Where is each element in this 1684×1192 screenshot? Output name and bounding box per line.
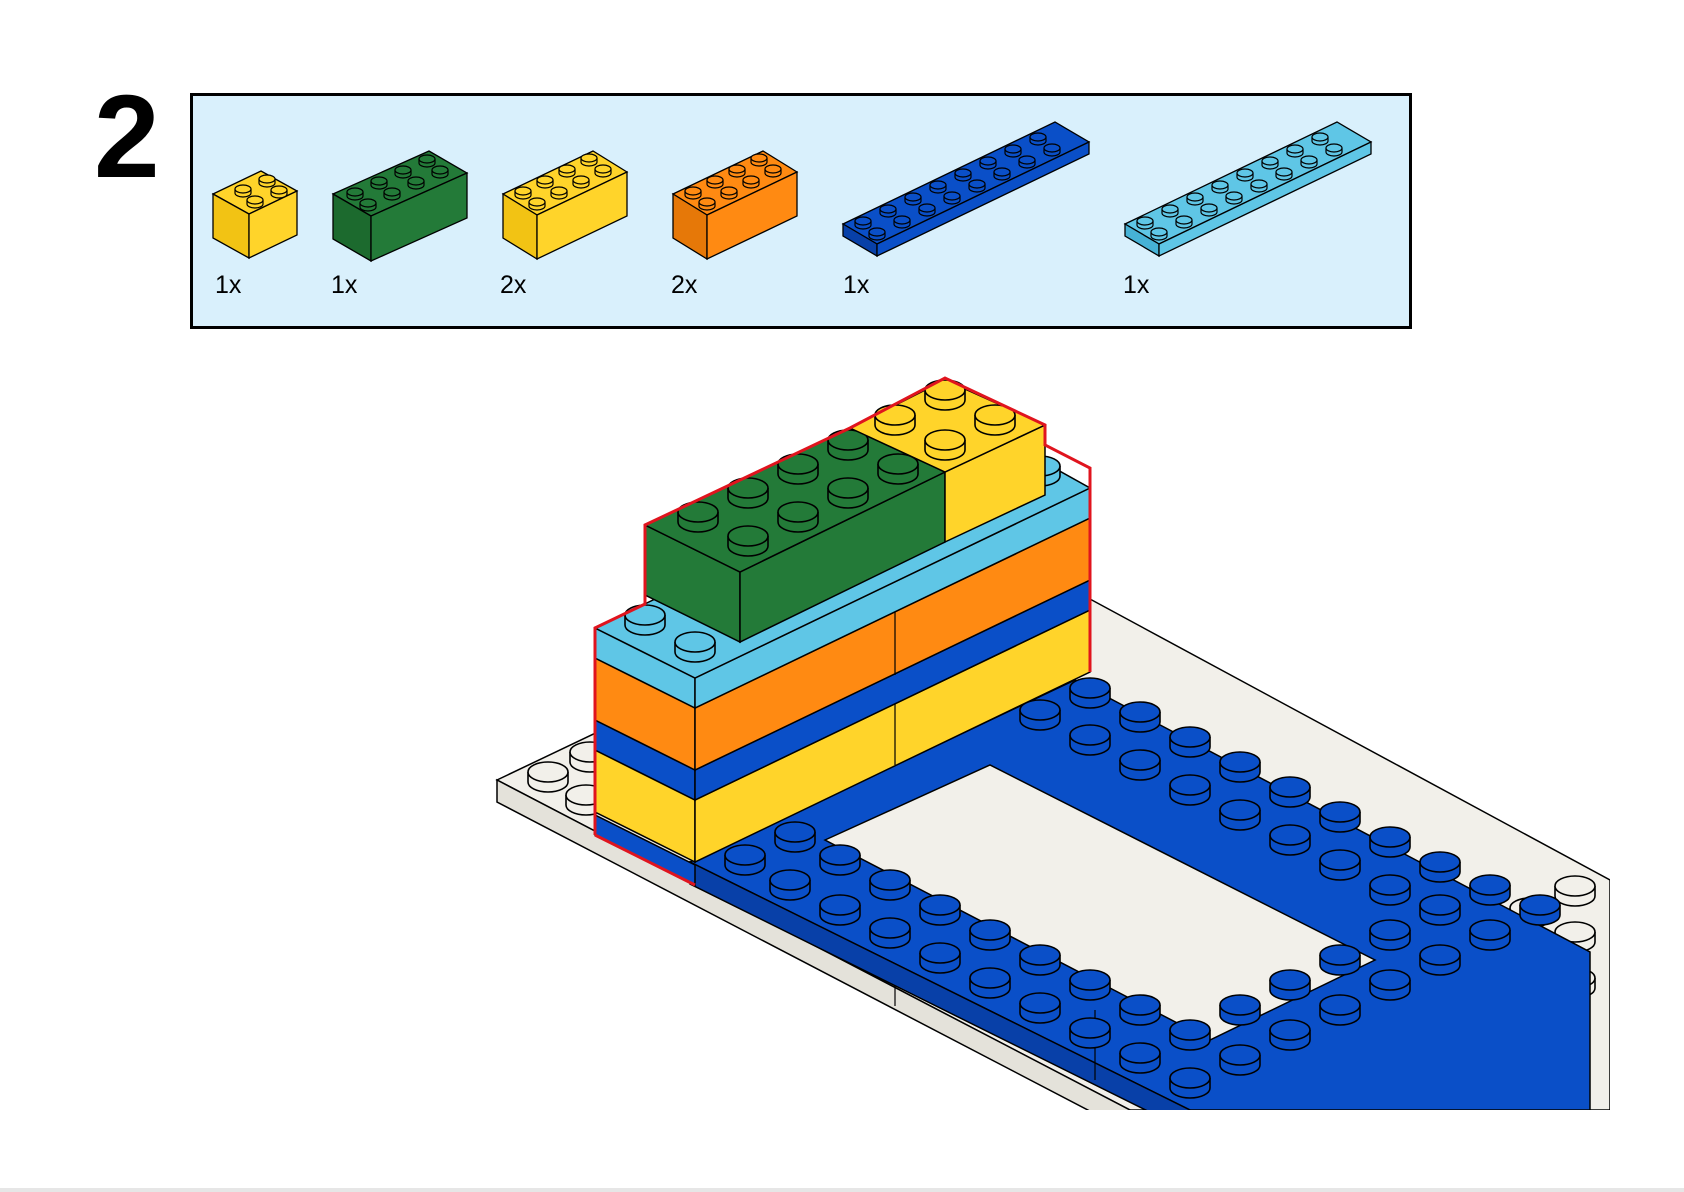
brick-stack xyxy=(593,376,1092,887)
part-orange-2x4-brick xyxy=(671,150,799,261)
part-quantity: 2x xyxy=(500,271,527,299)
page-bottom-rule xyxy=(0,1188,1684,1192)
step-number: 2 xyxy=(94,71,160,203)
part-dark-green-2x4-brick xyxy=(331,150,469,263)
part-yellow-2x2-brick xyxy=(211,170,299,260)
parts-list-illustrations xyxy=(211,121,1373,263)
part-quantity: 1x xyxy=(331,271,358,299)
part-light-blue-2x8-plate xyxy=(1123,121,1373,258)
part-quantity: 1x xyxy=(843,271,870,299)
parts-list-panel: 1x 1x 2x 2x 1x 1x xyxy=(190,93,1412,329)
part-quantity: 1x xyxy=(215,271,242,299)
part-quantity: 1x xyxy=(1123,271,1150,299)
part-quantity: 2x xyxy=(671,271,698,299)
part-yellow-2x4-brick xyxy=(501,150,629,261)
part-blue-2x8-plate xyxy=(841,121,1091,258)
blue-plate-frame xyxy=(688,677,1591,1110)
